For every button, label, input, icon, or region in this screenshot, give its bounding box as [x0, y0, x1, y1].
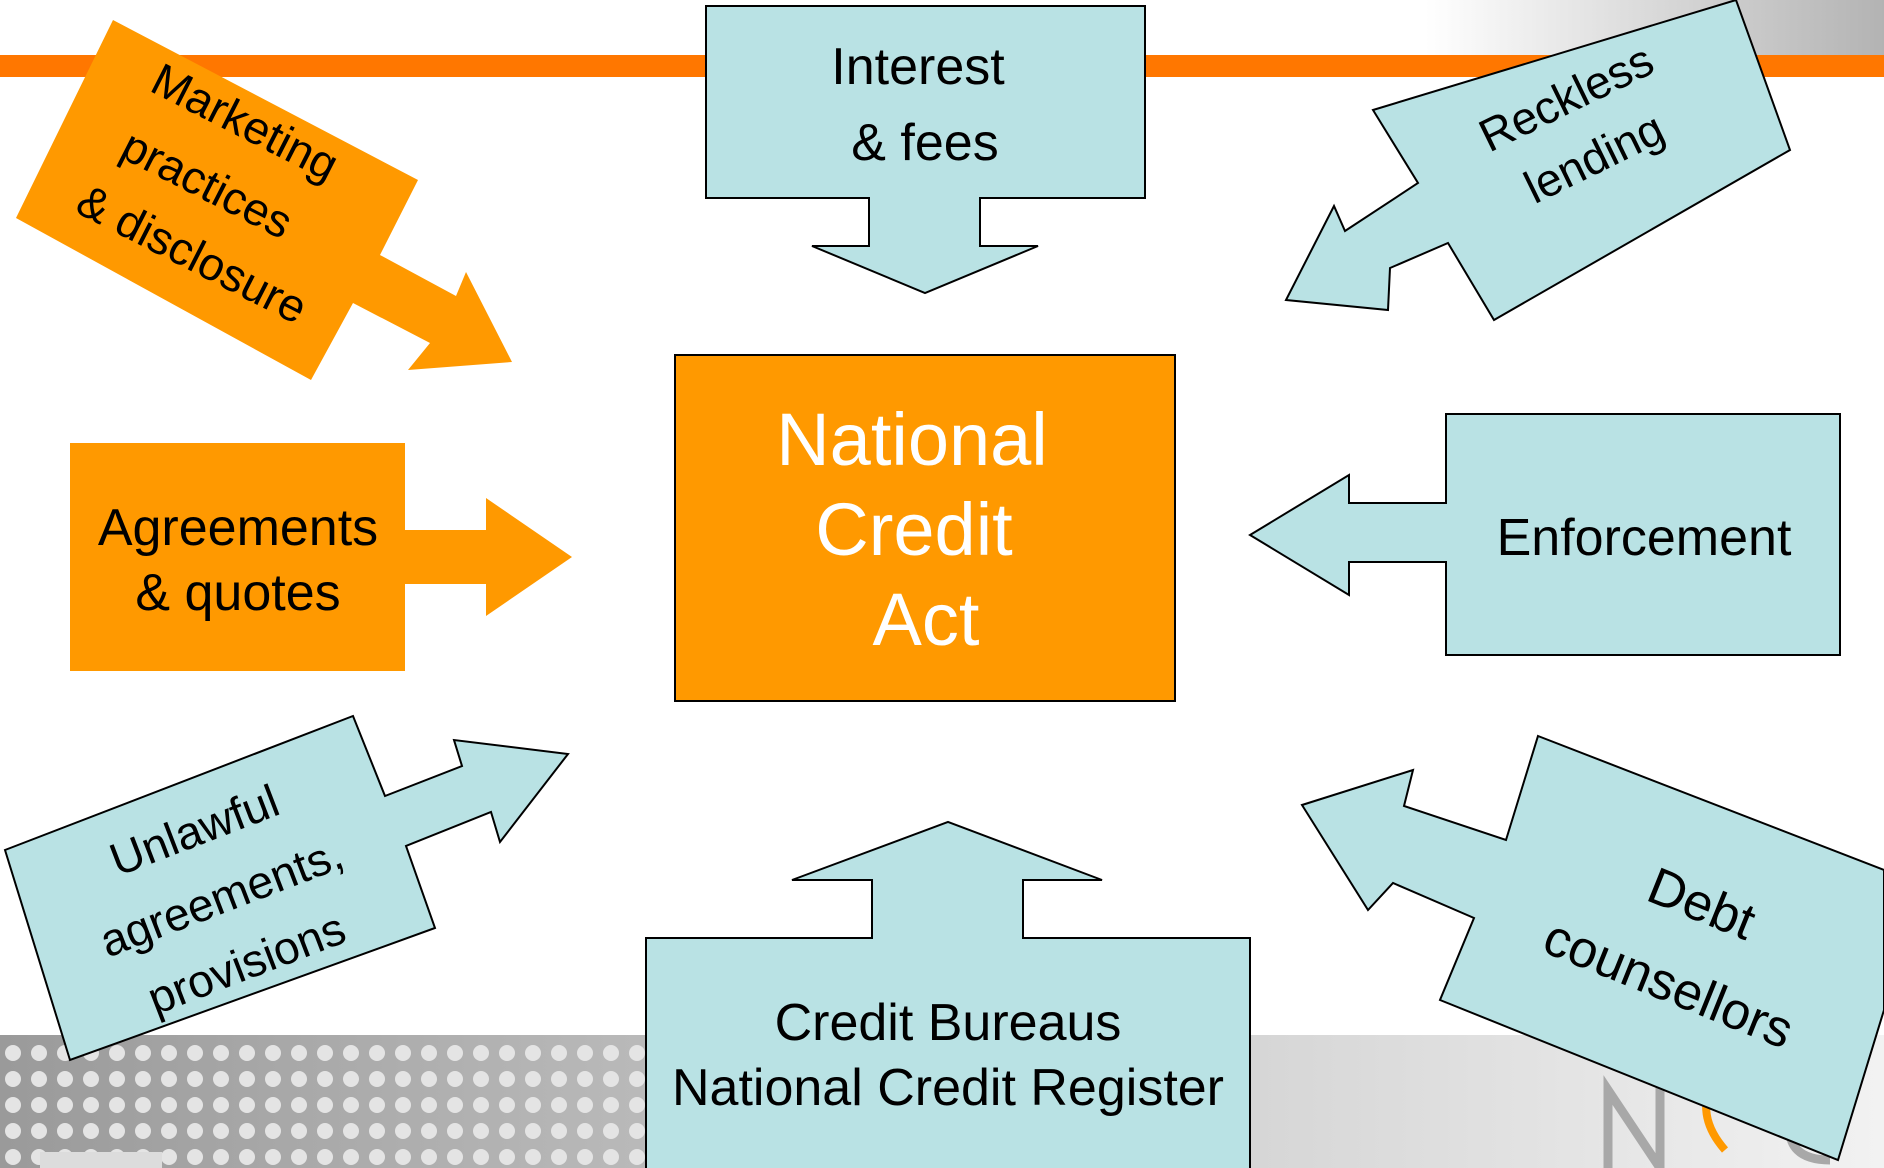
- credit-bureaus-line-2: National Credit Register: [672, 1059, 1224, 1117]
- enforcement-label: Enforcement: [1497, 509, 1792, 567]
- marketing-practices-callout: Marketing practices & disclosure: [16, 20, 512, 380]
- national-credit-act-box: National Credit Act: [674, 354, 1176, 702]
- center-label-line-3: Act: [873, 578, 980, 661]
- agreements-quotes-callout: Agreements & quotes: [70, 443, 572, 671]
- credit-bureaus-line-1: Credit Bureaus: [775, 994, 1122, 1052]
- agreements-line-2: & quotes: [135, 564, 340, 622]
- top-gradient-band: [1050, 0, 1884, 62]
- center-label-line-1: National: [776, 398, 1048, 481]
- credit-bureaus-callout: Credit Bureaus National Credit Register: [645, 820, 1251, 1168]
- bottom-dot-pattern: [0, 1040, 650, 1168]
- center-label-line-2: Credit: [815, 488, 1013, 571]
- debt-counsellors-callout: Debt counsellors: [1300, 734, 1884, 1162]
- enforcement-callout: Enforcement: [1248, 413, 1841, 656]
- agreements-line-1: Agreements: [98, 499, 378, 557]
- unlawful-agreements-callout: Unlawful agreements, provisions: [3, 714, 570, 1062]
- interest-fees-callout: Interest & fees: [705, 5, 1146, 295]
- interest-fees-line-1: Interest: [831, 38, 1005, 96]
- reckless-lending-callout: Reckless lending: [1284, 0, 1792, 322]
- bottom-corner-block: [40, 1152, 162, 1168]
- interest-fees-line-2: & fees: [851, 114, 998, 172]
